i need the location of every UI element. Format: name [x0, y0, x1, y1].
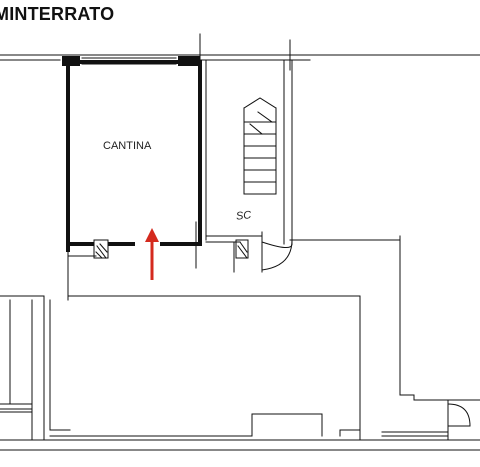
lower-room: [0, 295, 480, 451]
door-jambs: [93, 239, 249, 259]
top-window: [81, 57, 177, 65]
right-section: [289, 235, 480, 441]
stair-label: SC: [235, 209, 252, 223]
room-label-cantina: CANTINA: [103, 140, 152, 152]
cantina-walls: [66, 60, 202, 252]
left-window: [0, 299, 33, 441]
corridor: [67, 221, 361, 301]
wall-corner-ne: [178, 56, 200, 66]
stair-block: [243, 59, 293, 273]
wall-corner-nw: [62, 56, 80, 66]
plan-title: MINTERRATO: [0, 4, 115, 24]
entrance-arrow-icon: [145, 228, 159, 280]
